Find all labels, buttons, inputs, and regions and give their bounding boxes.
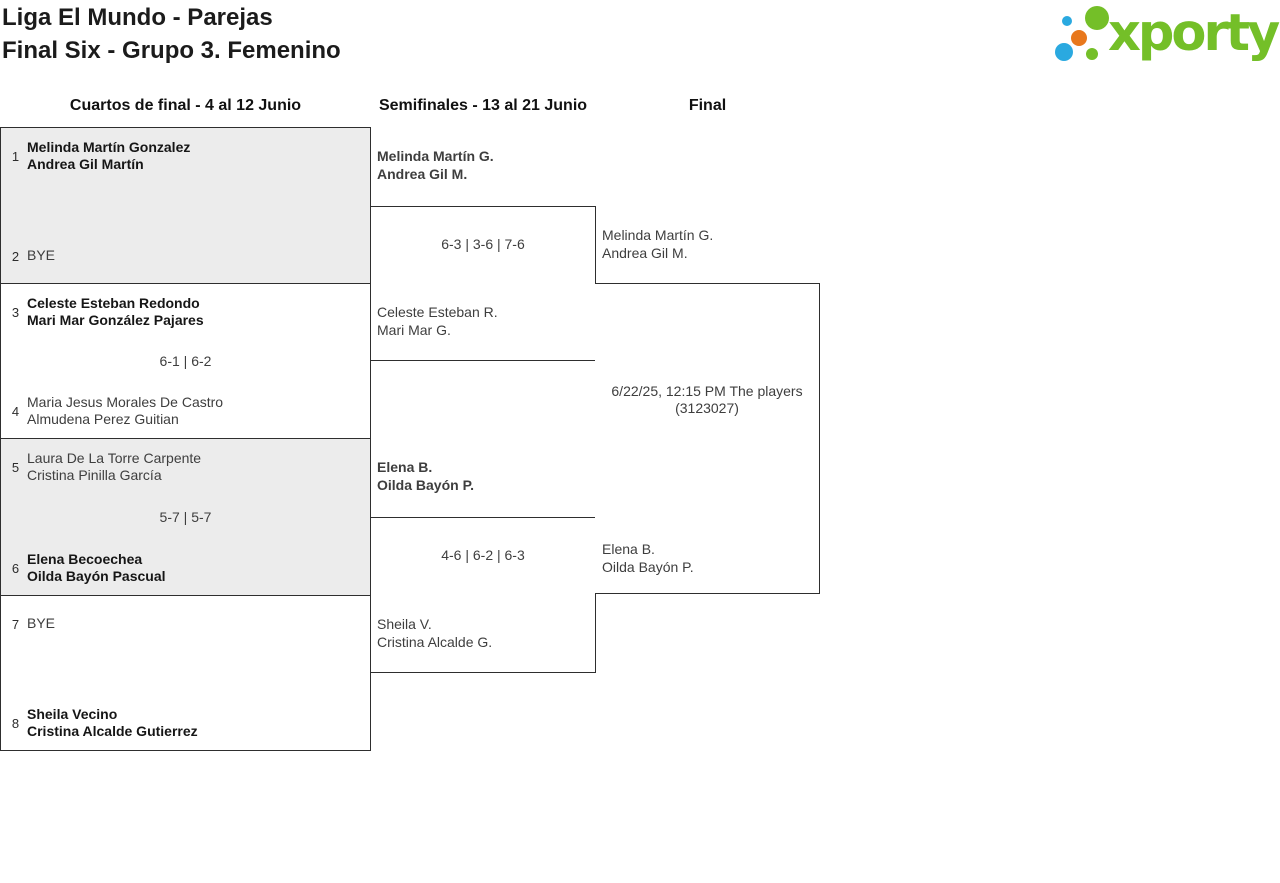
player-name: Cristina Alcalde Gutierrez (27, 723, 198, 739)
match-score: 4-6 | 6-2 | 6-3 (441, 547, 525, 563)
semifinal-2-team-bottom: Sheila V. Cristina Alcalde G. (377, 616, 492, 651)
round-header-semifinals: Semifinales - 13 al 21 Junio (378, 97, 588, 114)
final-team-top: Melinda Martín G. Andrea Gil M. (602, 227, 713, 262)
seed-number: 8 (11, 715, 20, 731)
logo-dot-small-green (1086, 48, 1098, 60)
seed-number: 4 (11, 403, 20, 419)
team-names: Melinda Martín Gonzalez Andrea Gil Martí… (27, 139, 190, 174)
team-names: BYE (27, 615, 55, 633)
player-name: Andrea Gil M. (377, 165, 468, 182)
logo-dot-orange (1071, 30, 1087, 46)
player-name: Mari Mar G. (377, 321, 451, 338)
player-name: Cristina Alcalde G. (377, 633, 493, 650)
player-name: Sheila V. (377, 616, 432, 632)
player-name: Andrea Gil Martín (27, 156, 144, 172)
player-name: Oilda Bayón P. (602, 558, 694, 575)
player-name: Sheila Vecino (27, 705, 118, 722)
logo-dot-large-green (1085, 6, 1109, 30)
player-name: Elena B. (377, 459, 433, 475)
player-name: Oilda Bayón Pascual (27, 568, 166, 584)
match-quarterfinal-4[interactable]: 7 BYE 8 Sheila Vecino Cristina Alcalde G… (0, 595, 371, 751)
player-name: Cristina Pinilla García (27, 467, 162, 483)
seed-number: 2 (11, 248, 20, 264)
logo-dot-large-blue (1055, 43, 1073, 61)
team-row: 6 Elena Becoechea Oilda Bayón Pascual (1, 548, 370, 588)
final-team-bottom: Elena B. Oilda Bayón P. (602, 541, 694, 576)
page-title: Liga El Mundo - Parejas Final Six - Grup… (2, 1, 341, 67)
match-quarterfinal-2[interactable]: 3 Celeste Esteban Redondo Mari Mar Gonzá… (0, 283, 371, 439)
player-name: Celeste Esteban Redondo (27, 294, 200, 311)
team-names: BYE (27, 247, 55, 265)
tournament-name: Liga El Mundo - Parejas (2, 4, 273, 31)
team-names: Celeste Esteban Redondo Mari Mar Gonzále… (27, 295, 204, 330)
match-score: 6-1 | 6-2 (159, 353, 212, 369)
team-row: 5 Laura De La Torre Carpente Cristina Pi… (1, 447, 370, 487)
seed-number: 5 (11, 459, 20, 475)
team-names: Maria Jesus Morales De Castro Almudena P… (27, 394, 223, 429)
group-name: Final Six - Grupo 3. Femenino (2, 37, 341, 64)
player-name: Melinda Martín Gonzalez (27, 138, 191, 155)
seed-number: 3 (11, 304, 20, 320)
player-name: BYE (27, 615, 56, 632)
team-row: 8 Sheila Vecino Cristina Alcalde Gutierr… (1, 703, 370, 743)
match-score: 6-3 | 3-6 | 7-6 (441, 236, 525, 252)
final-match-info: 6/22/25, 12:15 PM The players (3123027) (611, 383, 803, 416)
player-name: Mari Mar González Pajares (27, 312, 204, 328)
seed-number: 1 (11, 148, 20, 164)
player-name: Elena B. (602, 541, 655, 557)
semifinal-1-team-bottom: Celeste Esteban R. Mari Mar G. (377, 304, 498, 339)
logo-dot-small-blue (1062, 16, 1072, 26)
player-name: Melinda Martín G. (377, 148, 494, 164)
player-name: Almudena Perez Guitian (27, 411, 179, 427)
round-header-quarterfinals: Cuartos de final - 4 al 12 Junio (69, 97, 302, 114)
match-semifinal-1[interactable]: 6-3 | 3-6 | 7-6 Celeste Esteban R. Mari … (370, 206, 596, 361)
match-quarterfinal-1[interactable]: 1 Melinda Martín Gonzalez Andrea Gil Mar… (0, 127, 371, 284)
team-names: Laura De La Torre Carpente Cristina Pini… (27, 450, 201, 485)
player-name: Celeste Esteban R. (377, 304, 498, 320)
player-name: Melinda Martín G. (602, 227, 714, 243)
team-row: 4 Maria Jesus Morales De Castro Almudena… (1, 391, 370, 431)
semifinal-1-team-top: Melinda Martín G. Andrea Gil M. (377, 148, 494, 183)
xporty-wordmark: xporty (1108, 4, 1280, 63)
player-name: Elena Becoechea (27, 550, 143, 567)
xporty-logo[interactable] (1048, 0, 1280, 75)
team-row: 1 Melinda Martín Gonzalez Andrea Gil Mar… (1, 136, 370, 176)
seed-number: 7 (11, 616, 20, 632)
player-name: Andrea Gil M. (602, 244, 688, 261)
match-quarterfinal-3[interactable]: 5 Laura De La Torre Carpente Cristina Pi… (0, 438, 371, 596)
player-name: BYE (27, 247, 56, 264)
match-score: 5-7 | 5-7 (159, 509, 212, 525)
semifinal-2-team-top: Elena B. Oilda Bayón P. (377, 459, 474, 494)
round-header-final: Final (688, 97, 727, 114)
match-final[interactable]: 6/22/25, 12:15 PM The players (3123027) (595, 283, 820, 594)
seed-number: 6 (11, 560, 20, 576)
player-name: Maria Jesus Morales De Castro (27, 393, 224, 410)
team-row: 2 BYE (1, 236, 370, 276)
player-name: Laura De La Torre Carpente (27, 449, 202, 466)
player-name: Oilda Bayón P. (377, 476, 474, 493)
team-names: Elena Becoechea Oilda Bayón Pascual (27, 551, 166, 586)
team-names: Sheila Vecino Cristina Alcalde Gutierrez (27, 706, 198, 741)
team-row: 7 BYE (1, 604, 370, 644)
team-row: 3 Celeste Esteban Redondo Mari Mar Gonzá… (1, 292, 370, 332)
match-semifinal-2[interactable]: 4-6 | 6-2 | 6-3 Sheila V. Cristina Alcal… (370, 517, 596, 673)
